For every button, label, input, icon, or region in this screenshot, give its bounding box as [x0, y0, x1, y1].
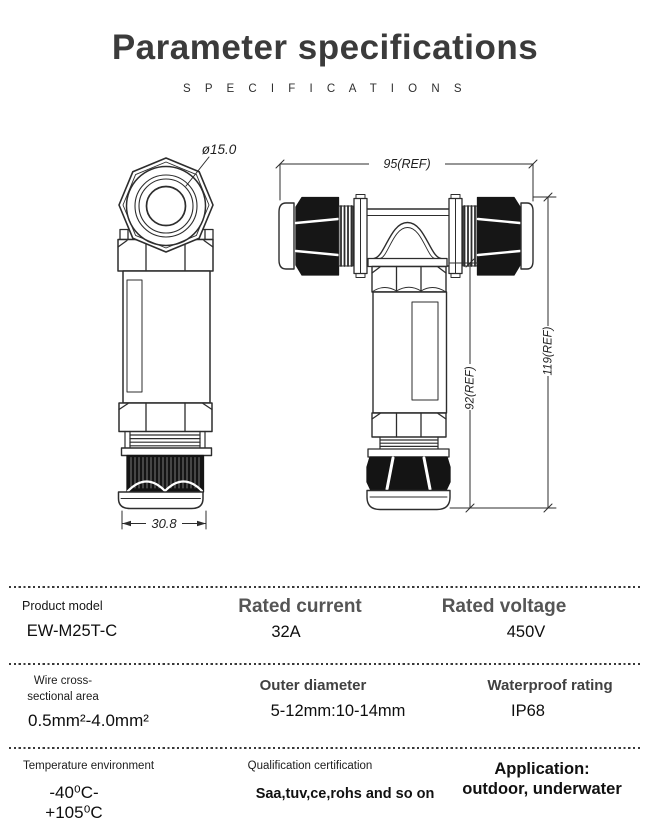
temperature-value: -40⁰C-+105⁰C [45, 782, 103, 822]
spec-row-1: Product model EW-M25T-C Rated current 32… [0, 588, 650, 663]
rated-voltage-label: Rated voltage [441, 596, 567, 617]
page-subtitle: S P E C I F I C A T I O N S [183, 83, 467, 95]
certification-value: Saa,tuv,ce,rohs and so on [255, 785, 435, 802]
lower-hex-nut [118, 402, 213, 433]
rated-voltage-value: 450V [506, 623, 546, 641]
right-arm-gland [448, 194, 534, 278]
t-body-height-label: 92(REF) [465, 366, 477, 410]
product-model-label: Product model [22, 599, 103, 613]
waterproof-rating-label: Waterproof rating [487, 677, 613, 694]
rated-current-label: Rated current [238, 596, 362, 617]
connector-t-view-drawing: 95(REF) [275, 156, 557, 513]
spec-cell-product-model: Product model EW-M25T-C [0, 588, 190, 663]
dotted-separator [9, 747, 641, 749]
application-value: outdoor, underwater [462, 779, 622, 798]
technical-drawings: ø15.0 [117, 142, 557, 531]
octagon-nut-top-view [118, 157, 214, 253]
t-width-dimension-label: 95(REF) [383, 157, 430, 171]
left-arm-gland [278, 194, 368, 278]
outer-diameter-label: Outer diameter [259, 677, 367, 694]
width-dimension-label: 30.8 [151, 516, 177, 531]
t-total-height-label: 119(REF) [543, 326, 555, 375]
dotted-separator [9, 663, 641, 665]
spec-cell-certification: Qualification certification Saa,tuv,ce,r… [190, 749, 435, 825]
t-body-height-dimension: 92(REF) [449, 258, 479, 513]
waterproof-rating-value: IP68 [511, 702, 545, 720]
t-bottom-gland [366, 456, 451, 511]
diameter-dimension-label: ø15.0 [202, 142, 237, 157]
upper-hex-nut [117, 238, 214, 272]
t-total-height-dimension: 119(REF) [449, 192, 557, 513]
temperature-label: Temperature environment [23, 760, 155, 772]
spec-table: Product model EW-M25T-C Rated current 32… [0, 586, 650, 825]
rated-current-value: 32A [271, 623, 301, 641]
cable-gland-ribbed [126, 454, 205, 493]
spec-cell-application: Application: outdoor, underwater [410, 749, 650, 825]
spec-row-2: Wire cross-sectional area 0.5mm²-4.0mm² … [0, 665, 650, 747]
application-label: Application: [494, 760, 590, 778]
spec-cell-rated-current: Rated current 32A [190, 588, 410, 663]
t-vertical-body [367, 265, 450, 458]
dotted-separator [9, 586, 641, 588]
spec-row-3: Temperature environment -40⁰C-+105⁰C Qua… [0, 749, 650, 825]
width-dimension: 30.8 [121, 510, 207, 531]
thread-section [124, 430, 206, 449]
spec-cell-wire-area: Wire cross-sectional area 0.5mm²-4.0mm² [0, 665, 190, 747]
gland-end-cap [117, 491, 204, 510]
page-title: Parameter specifications [111, 28, 539, 67]
wire-area-label: Wire cross-sectional area [27, 675, 99, 703]
gland-washer [120, 447, 213, 457]
connector-side-view-drawing: ø15.0 [117, 142, 237, 531]
spec-cell-rated-voltage: Rated voltage 450V [410, 588, 650, 663]
body-label-window [126, 279, 143, 393]
product-model-value: EW-M25T-C [26, 622, 118, 640]
t-width-dimension: 95(REF) [275, 156, 538, 202]
diameter-leader-line [185, 156, 210, 187]
outer-diameter-value: 5-12mm:10-14mm [270, 702, 406, 720]
wire-area-value: 0.5mm²-4.0mm² [28, 711, 149, 731]
spec-cell-waterproof-rating: Waterproof rating IP68 [410, 665, 650, 747]
spec-cell-outer-diameter: Outer diameter 5-12mm:10-14mm [190, 665, 410, 747]
spec-cell-temperature: Temperature environment -40⁰C-+105⁰C [0, 749, 190, 825]
connector-body [122, 270, 211, 404]
certification-label: Qualification certification [247, 760, 373, 772]
t-body-label-window [411, 301, 439, 401]
